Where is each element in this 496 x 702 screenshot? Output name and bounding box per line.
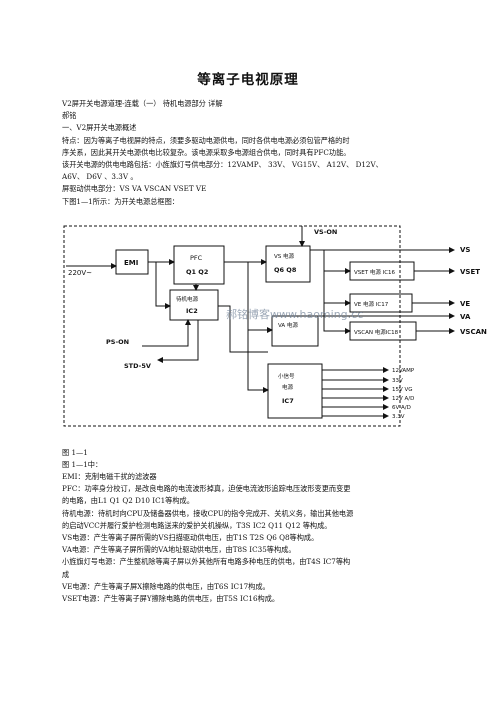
out-vscan: VSCAN — [460, 328, 487, 336]
pfc-block — [173, 245, 225, 285]
ve-box-label: VE 电源 IC17 — [354, 300, 389, 308]
intro-line: A6V、 D6V 、3.3V 。 — [62, 172, 138, 182]
intro-line: 该开关电源的供电电路包括：小旌旗灯号供电部分：12VAMP、 33V、 VG15… — [62, 160, 383, 170]
description-line: VS电源：产生等离子屏所需的VS扫描驱动供电压，由T1S T2S Q6 Q8等构… — [62, 533, 319, 543]
std5v-label: STD-5V — [124, 362, 151, 370]
out-va: VA — [460, 313, 471, 321]
description-line: 成 — [62, 569, 70, 579]
description-line: VA电源：产生等离子屏所需的VA地址驱动供电压，由T8S IC35等构成。 — [62, 545, 296, 555]
small-out-5: 3.3V — [392, 414, 405, 420]
out-vs: VS — [460, 246, 470, 254]
description-section: EMI：克制电磁干扰的滤波器 PFC：功率身分校订，是改良电路的电流波形掉真，迫使… — [62, 471, 442, 605]
vset-box-label: VSET 电源 IC16 — [354, 268, 396, 276]
small-signal-label-1: 小信号 — [278, 372, 295, 380]
description-line: EMI：克制电磁干扰的滤波器 — [62, 472, 157, 481]
pfc-label: PFC — [190, 254, 203, 262]
vscan-box-label: VSCAN 电源IC18 — [354, 328, 399, 336]
description-line: 小旌旗灯号电源：产生整机除等离子屏以外其他所有电路多种电压的供电，由T4S IC… — [62, 557, 351, 567]
intro-line: 序关系，因此其开关电源供电比较复杂。该电源采取多电源组合供电，同时具有PFC功能… — [62, 147, 351, 157]
description-line: VE电源：产生等离子屏X擦除电路的供电压，由T6S IC17构成。 — [62, 581, 270, 591]
input-label: 220V~ — [68, 269, 92, 277]
pfc-sub-label: Q1 Q2 — [186, 268, 208, 276]
vs-block — [265, 245, 311, 283]
emi-label: EMI — [124, 259, 138, 267]
standby-sub-label: IC2 — [186, 307, 198, 315]
small-out-0: 12VAMP — [392, 368, 415, 374]
description-line: 的启动VCC并履行爱护检测电路送来的爱护关机操纵，T3S IC2 Q11 Q12… — [62, 520, 332, 530]
small-out-2: 15V VG — [392, 387, 413, 393]
intro-line: 郝铭 — [62, 111, 77, 121]
small-signal-label-3: IC7 — [282, 397, 294, 405]
figure-caption-line: 图 1—1中： — [62, 460, 103, 470]
ps-on-label: PS-ON — [106, 338, 129, 346]
description-line: PFC：功率身分校订，是改良电路的电流波形掉真，迫使电流波形追踪电压波形变更而变… — [62, 484, 351, 494]
vs-sub-label: Q6 Q8 — [274, 266, 297, 274]
intro-line: V2屏开关电源道理-连载（一） 待机电源部分 详解 — [62, 99, 223, 108]
intro-line: 下图1—1所示：为开关电源总框图： — [62, 196, 179, 206]
document-title: 等离子电视原理 — [197, 72, 299, 88]
vs-on-label: VS-ON — [314, 228, 337, 236]
small-out-1: 33V — [392, 378, 403, 384]
small-signal-label-2: 电源 — [282, 383, 294, 391]
description-line: 待机电源：待机时向CPU及储备器供电，接收CPU的指令完成开、关机义务，输出其他… — [62, 508, 354, 518]
intro-line: 屏驱动供电部分：VS VA VSCAN VSET VE — [62, 184, 207, 194]
description-line: 的电路，由L1 Q1 Q2 D10 IC1等构成。 — [62, 496, 194, 506]
va-label: VA 电源 — [278, 321, 298, 329]
watermark: 郝铭博客www.haoming.cc — [226, 307, 363, 321]
standby-block — [169, 289, 219, 321]
small-out-4: 6V A/D — [392, 405, 411, 411]
figure-caption-line: 图 1—1 — [62, 448, 88, 457]
dashed-frame — [63, 225, 401, 427]
standby-label: 待机电源 — [176, 295, 199, 303]
small-signal-block — [267, 363, 323, 419]
vs-label: VS 电源 — [274, 252, 295, 260]
out-vset: VSET — [460, 268, 480, 276]
out-ve: VE — [460, 300, 470, 308]
intro-line: 特点：因为等离子电视屏的特点，须要多驱动电源供电，同时各供电电源必须包管严格的时 — [62, 135, 350, 145]
intro-section: V2屏开关电源道理-连载（一） 待机电源部分 详解郝铭一、V2屏开关电源概述特点… — [62, 98, 442, 208]
caption-section: 图 1—1 图 1—1中： — [62, 447, 442, 471]
description-line: VSET电源：产生等离子屏Y擦除电路的供电压，由T5S IC16构成。 — [62, 594, 280, 604]
power-supply-block-diagram: 220V~ EMI PFC Q1 Q2 待机电源 IC2 VS 电源 Q6 Q8… — [63, 225, 487, 427]
small-out-3: 12V A/D — [392, 396, 414, 402]
intro-line: 一、V2屏开关电源概述 — [62, 123, 137, 133]
